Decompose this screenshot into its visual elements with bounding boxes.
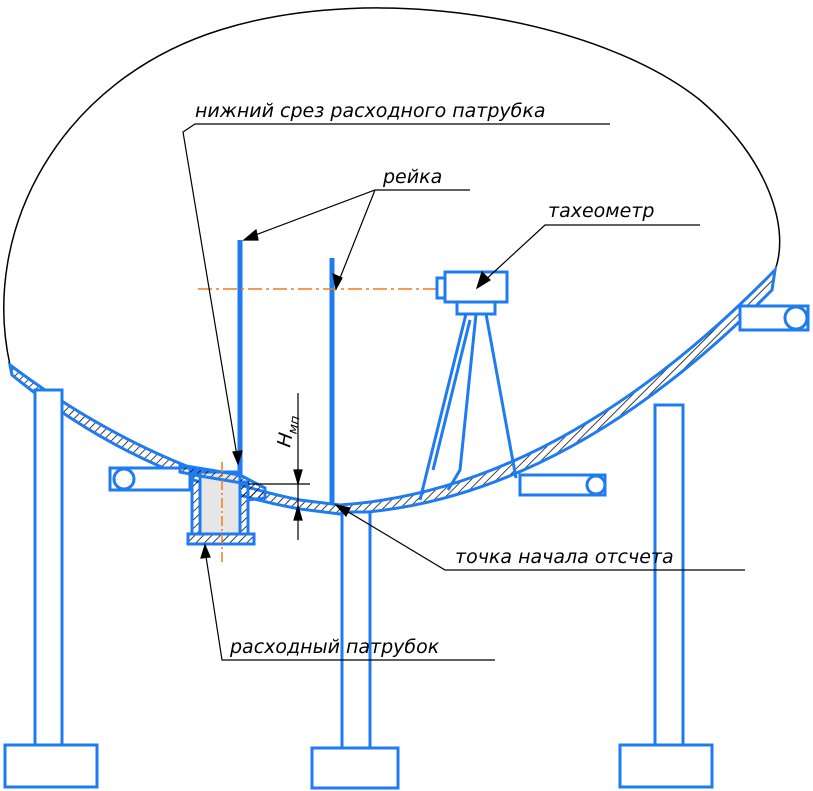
label-tacheometer: тахеометр: [548, 200, 654, 222]
leader-lines: [182, 123, 745, 661]
middle-leg: [340, 510, 372, 750]
right-foot: [618, 743, 714, 789]
tank-dome-outline: [3, 7, 781, 366]
label-outlet-pipe: расходный патрубок: [229, 636, 440, 658]
tacheometer-icon: [418, 270, 518, 501]
middle-foot: [310, 746, 400, 790]
label-outlet-cut: нижний срез расходного патрубка: [195, 100, 546, 122]
roller-right: [783, 305, 809, 331]
label-staff: рейка: [382, 166, 442, 188]
label-origin-point: точка начала отсчета: [455, 546, 674, 568]
roller-middle: [585, 474, 607, 496]
height-dimension: [248, 393, 310, 540]
supports: [108, 304, 810, 497]
left-foot: [3, 743, 99, 789]
outlet-pipe: [178, 463, 267, 546]
roller-left: [112, 467, 136, 491]
right-leg: [653, 403, 685, 747]
left-leg: [33, 388, 64, 747]
height-label: Hмп: [273, 412, 303, 449]
legs: [3, 388, 714, 790]
